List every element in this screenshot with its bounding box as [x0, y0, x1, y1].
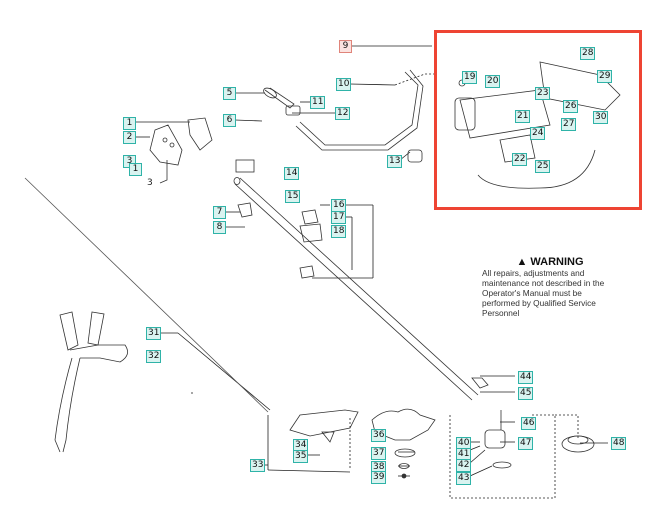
callout-48[interactable]: 48: [611, 437, 627, 450]
warning-notice: ▲ WARNING All repairs, adjustments and m…: [482, 256, 612, 318]
callout-21[interactable]: 21: [515, 110, 531, 123]
callout-45[interactable]: 45: [518, 387, 534, 400]
dashed-groupings: [191, 73, 579, 499]
callout-26[interactable]: 26: [563, 100, 579, 113]
callout-24[interactable]: 24: [530, 127, 546, 140]
guard-and-blade-drawing: [289, 408, 436, 479]
callout-12[interactable]: 12: [335, 107, 351, 120]
leader-lines: [135, 45, 608, 477]
callout-9[interactable]: 9: [339, 40, 352, 53]
callout-28[interactable]: 28: [580, 47, 596, 60]
callout-36[interactable]: 36: [371, 429, 387, 442]
drive-shaft-drawing: [24, 159, 479, 413]
callout-18[interactable]: 18: [331, 225, 347, 238]
callout-16[interactable]: 16: [331, 199, 347, 212]
warning-text: All repairs, adjustments and maintenance…: [482, 268, 605, 318]
clamp-parts: [237, 202, 323, 279]
callout-37[interactable]: 37: [371, 447, 387, 460]
callout-2[interactable]: 2: [123, 131, 136, 144]
callout-43[interactable]: 43: [456, 472, 472, 485]
callout-20[interactable]: 20: [485, 75, 501, 88]
gear-head-drawing: [471, 377, 595, 469]
highlighted-region-frame: [434, 30, 642, 210]
callout-5[interactable]: 5: [223, 87, 236, 100]
callout-31[interactable]: 31: [146, 327, 162, 340]
warning-title: WARNING: [530, 256, 584, 268]
bracket-drawing: [149, 117, 213, 184]
callout-47[interactable]: 47: [518, 437, 534, 450]
callout-34[interactable]: 34: [293, 439, 309, 452]
callout-22[interactable]: 22: [512, 153, 528, 166]
callout-25[interactable]: 25: [535, 160, 551, 173]
callout-13[interactable]: 13: [387, 155, 403, 168]
callout-1[interactable]: 1: [123, 117, 136, 130]
callout-1-secondary[interactable]: 1: [129, 163, 142, 176]
callout-42[interactable]: 42: [456, 459, 472, 472]
callout-46[interactable]: 46: [521, 417, 537, 430]
callout-30[interactable]: 30: [593, 111, 609, 124]
callout-15[interactable]: 15: [285, 190, 301, 203]
harness-drawing: [54, 311, 128, 453]
callout-10[interactable]: 10: [336, 78, 352, 91]
warning-triangle-icon: ▲: [516, 256, 528, 268]
callout-3-secondary[interactable]: 3: [147, 178, 153, 188]
callout-39[interactable]: 39: [371, 471, 387, 484]
callout-33[interactable]: 33: [250, 459, 266, 472]
callout-44[interactable]: 44: [518, 371, 534, 384]
callout-35[interactable]: 35: [293, 450, 309, 463]
callout-32[interactable]: 32: [146, 350, 162, 363]
callout-19[interactable]: 19: [462, 71, 478, 84]
callout-11[interactable]: 11: [310, 96, 326, 109]
callout-29[interactable]: 29: [597, 70, 613, 83]
callout-17[interactable]: 17: [331, 211, 347, 224]
callout-27[interactable]: 27: [561, 118, 577, 131]
callout-23[interactable]: 23: [535, 87, 551, 100]
warning-title-row: ▲ WARNING: [488, 256, 612, 268]
handlebar-drawing: [263, 69, 424, 163]
callout-7[interactable]: 7: [213, 206, 226, 219]
callout-8[interactable]: 8: [213, 221, 226, 234]
callout-6[interactable]: 6: [223, 114, 236, 127]
callout-14[interactable]: 14: [284, 167, 300, 180]
